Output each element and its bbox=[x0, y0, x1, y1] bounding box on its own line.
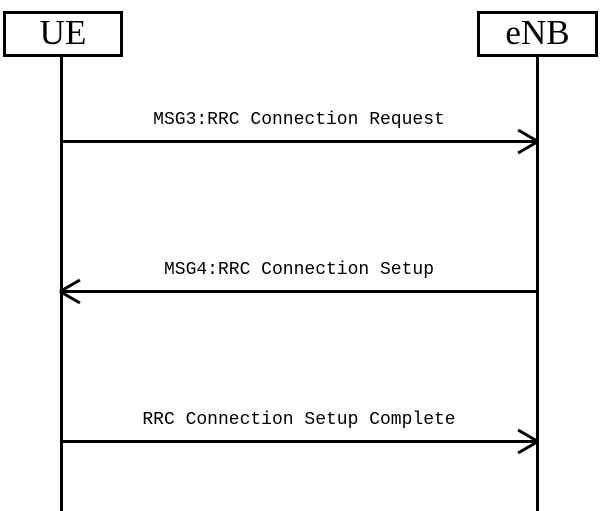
actor-box-ue: UE bbox=[3, 11, 123, 57]
message-label: RRC Connection Setup Complete bbox=[142, 410, 456, 430]
lifeline-ue bbox=[60, 56, 63, 511]
message-label: MSG3:RRC Connection Request bbox=[153, 110, 445, 130]
message-arrow bbox=[60, 290, 538, 293]
actor-box-enb: eNB bbox=[477, 11, 598, 57]
message-arrow bbox=[60, 140, 538, 143]
actor-label-ue: UE bbox=[39, 13, 87, 52]
message-row: RRC Connection Setup Complete bbox=[60, 409, 538, 443]
message-arrow bbox=[60, 440, 538, 443]
actor-label-enb: eNB bbox=[505, 13, 570, 52]
message-label: MSG4:RRC Connection Setup bbox=[163, 260, 435, 280]
message-row: MSG3:RRC Connection Request bbox=[60, 109, 538, 143]
message-row: MSG4:RRC Connection Setup bbox=[60, 259, 538, 293]
lifeline-enb bbox=[536, 56, 539, 511]
